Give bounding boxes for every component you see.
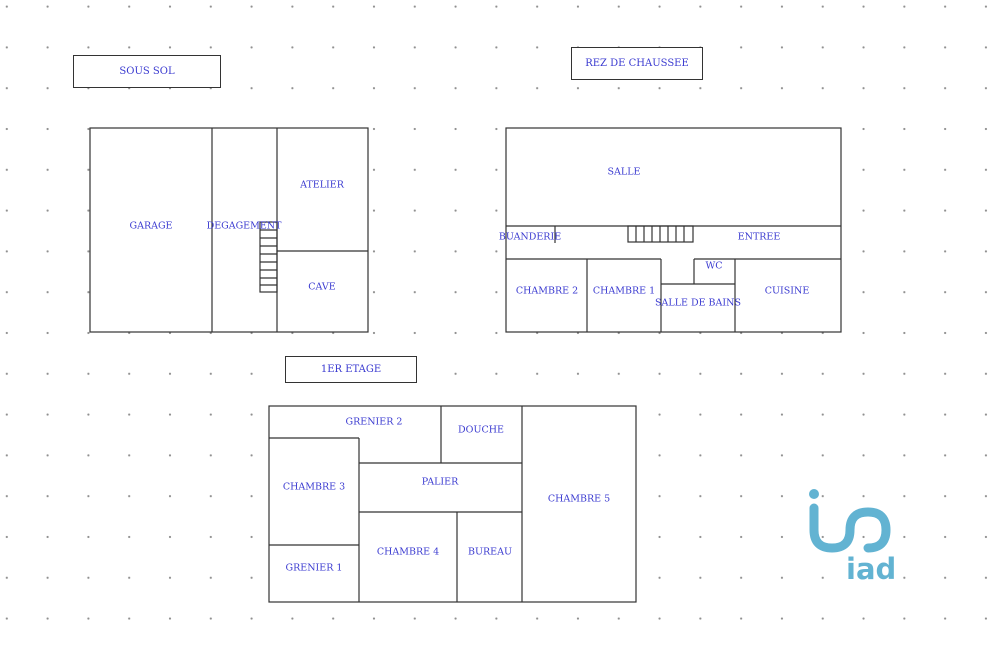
room-label-buanderie: BUANDERIE: [498, 231, 562, 243]
room-label-grenier-2: GRENIER 2: [345, 416, 403, 428]
first-floor-outline: [268, 405, 637, 603]
room-label-chambre-4: CHAMBRE 4: [376, 546, 440, 558]
room-label-chambre-2: CHAMBRE 2: [515, 285, 579, 297]
basement-outline: [89, 127, 369, 333]
room-label-garage: GARAGE: [129, 220, 173, 232]
first-floor-title: 1ER ETAGE: [285, 356, 417, 383]
room-label-wc: WC: [705, 260, 723, 272]
room-label-douche: DOUCHE: [458, 424, 504, 436]
svg-text:iad: iad: [846, 552, 896, 582]
room-label-palier: PALIER: [421, 476, 459, 488]
room-label-entree: ENTREE: [737, 231, 781, 243]
room-label-bureau: BUREAU: [468, 546, 512, 558]
room-label-salle-de-bains: SALLE DE BAINS: [655, 297, 741, 309]
iad-logo: iad: [809, 489, 896, 582]
basement-title: SOUS SOL: [73, 55, 221, 88]
room-label-salle: SALLE: [607, 166, 641, 178]
ground-floor-plan: [505, 127, 842, 333]
staircase: [627, 225, 694, 243]
first-floor-plan: [268, 405, 637, 603]
room-label-degagement: DEGAGEMENT: [206, 220, 282, 232]
room-label-cuisine: CUISINE: [764, 285, 810, 297]
staircase: [259, 221, 278, 293]
basement-plan: [89, 127, 369, 333]
room-label-grenier-1: GRENIER 1: [285, 562, 343, 574]
room-label-cave: CAVE: [308, 281, 336, 293]
ground-floor-outline: [505, 127, 842, 333]
room-label-chambre-1: CHAMBRE 1: [592, 285, 656, 297]
ground-floor-title: REZ DE CHAUSSEE: [571, 47, 703, 80]
room-label-chambre-3: CHAMBRE 3: [282, 481, 346, 493]
room-label-chambre-5: CHAMBRE 5: [547, 493, 611, 505]
room-label-atelier: ATELIER: [300, 179, 344, 191]
